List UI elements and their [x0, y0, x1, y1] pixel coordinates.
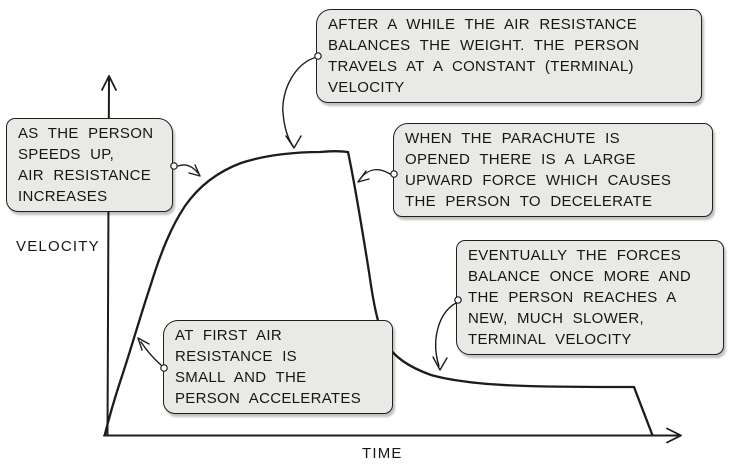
y-axis-arrow-icon [101, 75, 117, 91]
callout-new-terminal-velocity: EVENTUALLY THE FORCES BALANCE ONCE MORE … [456, 240, 724, 355]
x-axis-label: TIME [362, 445, 403, 462]
leader-arrow-icon [137, 337, 150, 351]
callout-terminal-velocity-text: AFTER A WHILE THE AIR RESISTANCE BALANCE… [328, 16, 640, 96]
leader-arrow-icon [432, 356, 448, 371]
leader-arrow-icon [285, 135, 302, 149]
callout-air-resistance-increases: AS THE PERSON SPEEDS UP, AIR RESISTANCE … [6, 118, 173, 212]
callout-initial-acceleration: AT FIRST AIR RESISTANCE IS SMALL AND THE… [163, 320, 393, 414]
leader-arrow-icon [188, 164, 201, 177]
callout-new-terminal-velocity-text: EVENTUALLY THE FORCES BALANCE ONCE MORE … [468, 247, 692, 348]
leader-air-resistance-increases [170, 162, 201, 177]
leader-parachute-opened [357, 168, 398, 183]
callout-parachute-opened-text: WHEN THE PARACHUTE IS OPENED THERE IS A … [405, 130, 672, 210]
y-axis-label: VELOCITY [16, 238, 100, 255]
callout-initial-acceleration-text: AT FIRST AIR RESISTANCE IS SMALL AND THE… [175, 327, 362, 407]
leader-arrow-icon [357, 170, 370, 183]
callout-terminal-velocity: AFTER A WHILE THE AIR RESISTANCE BALANCE… [316, 9, 702, 103]
x-axis-arrow-icon [666, 427, 682, 444]
callout-parachute-opened: WHEN THE PARACHUTE IS OPENED THERE IS A … [393, 123, 713, 217]
callout-air-resistance-increases-text: AS THE PERSON SPEEDS UP, AIR RESISTANCE … [18, 125, 154, 205]
